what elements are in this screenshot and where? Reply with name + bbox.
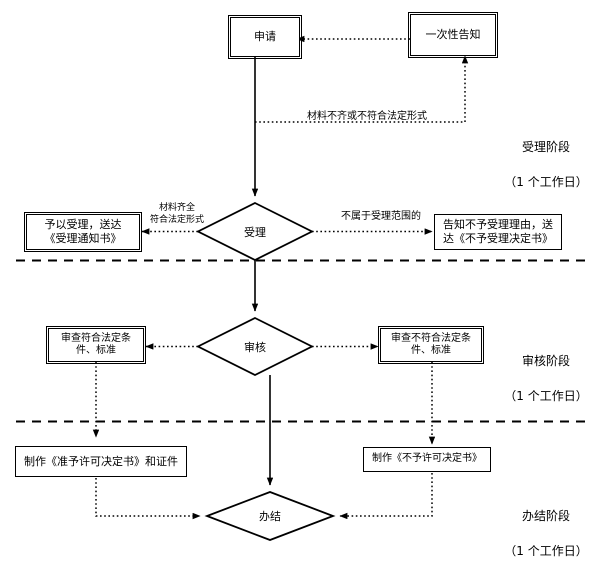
node-permit-grant[interactable]: 制作《准予许可决定书》和证件 — [15, 446, 187, 477]
node-accept-yes[interactable]: 予以受理，送达 《受理通知书》 — [24, 212, 142, 252]
node-apply-label: 申请 — [254, 30, 276, 44]
node-apply[interactable]: 申请 — [228, 15, 302, 59]
stage-label-review: 审核阶段 （1 个工作日） — [492, 336, 600, 423]
stage-label-completion-duration: （1 个工作日） — [504, 544, 588, 559]
node-review-pass-label: 审查符合法定条 件、标准 — [61, 332, 131, 357]
stage-label-completion-name: 办结阶段 — [521, 509, 570, 524]
edge-incomplete-to-notice — [255, 55, 469, 123]
node-permit-grant-label: 制作《准予许可决定书》和证件 — [24, 454, 178, 468]
edge-label-materials-complete: 材料齐全 符合法定形式 — [140, 192, 214, 226]
stage-label-review-duration: （1 个工作日） — [504, 389, 588, 404]
edge-grant-to-finish — [95, 478, 201, 520]
node-one-time-notice[interactable]: 一次性告知 — [408, 12, 498, 58]
node-reject-notice[interactable]: 告知不予受理理由，送 达《不予受理决定书》 — [434, 214, 562, 250]
edge-label-out-of-scope: 不属于受理范围的 — [328, 198, 434, 223]
edge-label-incomplete-materials: 材料不齐或不符合法定形式 — [287, 98, 447, 123]
stage-label-acceptance-duration: （1 个工作日） — [504, 175, 588, 190]
node-accept-yes-label: 予以受理，送达 《受理通知书》 — [44, 218, 122, 245]
decision-finish-shape — [204, 491, 336, 541]
node-review-fail-label: 审查不符合法定条 件、标准 — [391, 332, 471, 357]
node-permit-deny-label: 制作《不予许可决定书》 — [372, 453, 482, 465]
stage-label-acceptance-name: 受理阶段 — [521, 140, 570, 155]
stage-label-acceptance: 受理阶段 （1 个工作日） — [492, 122, 600, 209]
stage-label-completion: 办结阶段 （1 个工作日） — [492, 491, 600, 564]
edge-label-incomplete-materials-text: 材料不齐或不符合法定形式 — [307, 110, 427, 122]
stage-label-review-name: 审核阶段 — [521, 354, 570, 369]
node-reject-notice-label: 告知不予受理理由，送 达《不予受理决定书》 — [443, 218, 553, 245]
node-review-fail[interactable]: 审查不符合法定条 件、标准 — [378, 326, 484, 364]
edge-label-materials-complete-text: 材料齐全 符合法定形式 — [149, 203, 204, 225]
edge-label-out-of-scope-text: 不属于受理范围的 — [341, 210, 421, 222]
node-permit-deny[interactable]: 制作《不予许可决定书》 — [363, 447, 491, 472]
edge-deny-to-finish — [339, 473, 433, 520]
node-review-pass[interactable]: 审查符合法定条 件、标准 — [46, 326, 146, 364]
decision-review-shape — [195, 316, 315, 377]
node-one-time-notice-label: 一次性告知 — [425, 28, 481, 42]
decision-accept-shape — [195, 201, 315, 262]
